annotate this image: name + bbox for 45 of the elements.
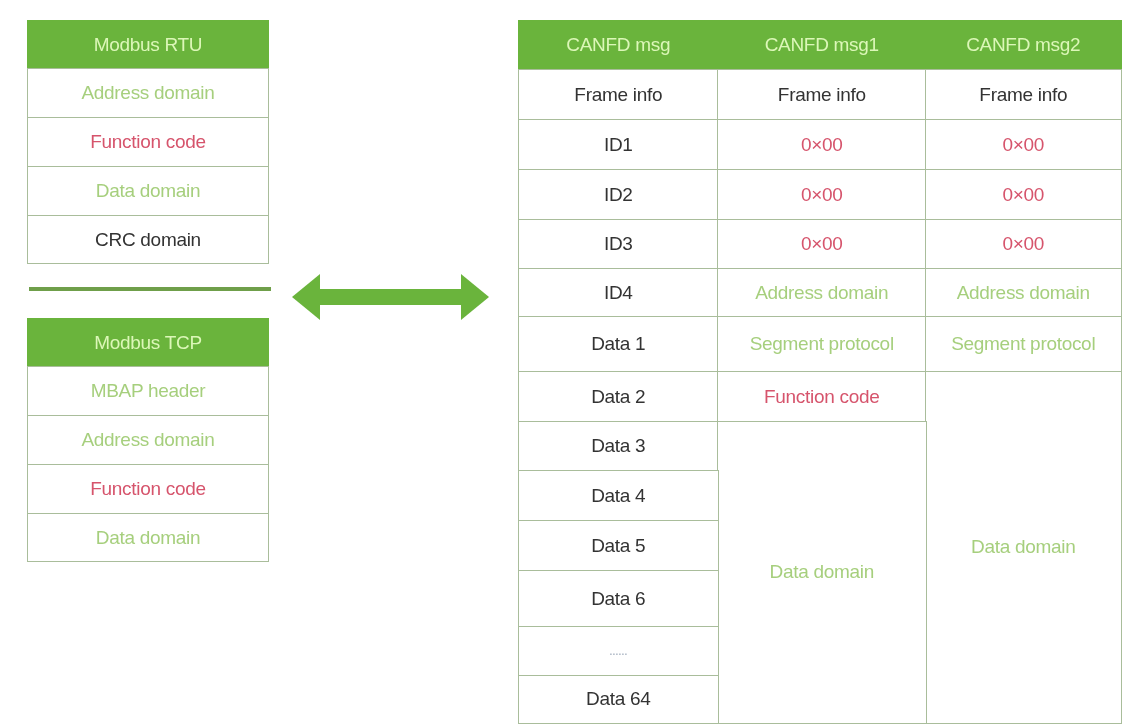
table-cell: ID1 (518, 119, 719, 171)
frame-table (27, 318, 269, 563)
table-cell: Frame info (717, 69, 927, 121)
table-header: CANFD msg1 (717, 20, 927, 71)
table-cell: ID4 (518, 268, 719, 318)
double-arrow (292, 274, 489, 320)
table-cell: Data 1 (518, 316, 719, 373)
table-cell: 0×00 (925, 169, 1122, 221)
table-header: CANFD msg (518, 20, 719, 71)
table-cell: Address domain (27, 415, 269, 466)
table-cell: Data domain (717, 421, 927, 724)
table-cell: 0×00 (717, 169, 927, 221)
table-cell: Data 3 (518, 421, 719, 472)
table-cell: 0×00 (717, 119, 927, 171)
table-cell: Function code (27, 117, 269, 168)
table-cell: Data 64 (518, 675, 719, 724)
table-cell: Frame info (518, 69, 719, 121)
table-cell: Data 5 (518, 520, 719, 572)
table-cell: Data domain (27, 166, 269, 217)
table-cell: 0×00 (925, 219, 1122, 270)
table-header: Modbus TCP (27, 318, 269, 368)
table-cell: Data 6 (518, 570, 719, 628)
table-header: Modbus RTU (27, 20, 269, 70)
frame-table (27, 20, 269, 265)
table-cell: 0×00 (717, 219, 927, 270)
table-cell: Data domain (925, 371, 1122, 724)
table-cell: Frame info (925, 69, 1122, 121)
table-cell: Data 2 (518, 371, 719, 423)
table-cell: Data domain (27, 513, 269, 562)
table-cell: Function code (27, 464, 269, 515)
table-header: CANFD msg2 (925, 20, 1122, 71)
table-cell: Address domain (717, 268, 927, 318)
table-cell: ID3 (518, 219, 719, 270)
table-cell: Address domain (925, 268, 1122, 318)
table-cell: ID2 (518, 169, 719, 221)
table-cell: 0×00 (925, 119, 1122, 171)
table-cell: Address domain (27, 68, 269, 119)
table-cell: Segment protocol (717, 316, 927, 373)
table-cell: MBAP header (27, 366, 269, 417)
table-cell: Data 4 (518, 470, 719, 522)
table-cell: Function code (717, 371, 927, 423)
table-cell: ...... (518, 626, 719, 677)
table-cell: CRC domain (27, 215, 269, 264)
frame-table (518, 20, 1120, 722)
table-cell: Segment protocol (925, 316, 1122, 373)
